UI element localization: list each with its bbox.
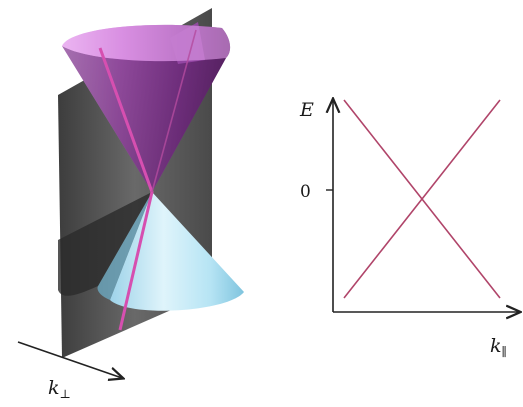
zero-label: 0 [300,182,311,202]
dispersion-chart: 0 E k∥ [299,99,519,359]
y-axis-label: E [299,99,314,121]
dispersion-lines [344,100,500,298]
k-perp-label: k⊥ [48,377,71,401]
dirac-cone-3d: k⊥ [18,8,244,401]
x-axis-label: k∥ [490,335,507,359]
